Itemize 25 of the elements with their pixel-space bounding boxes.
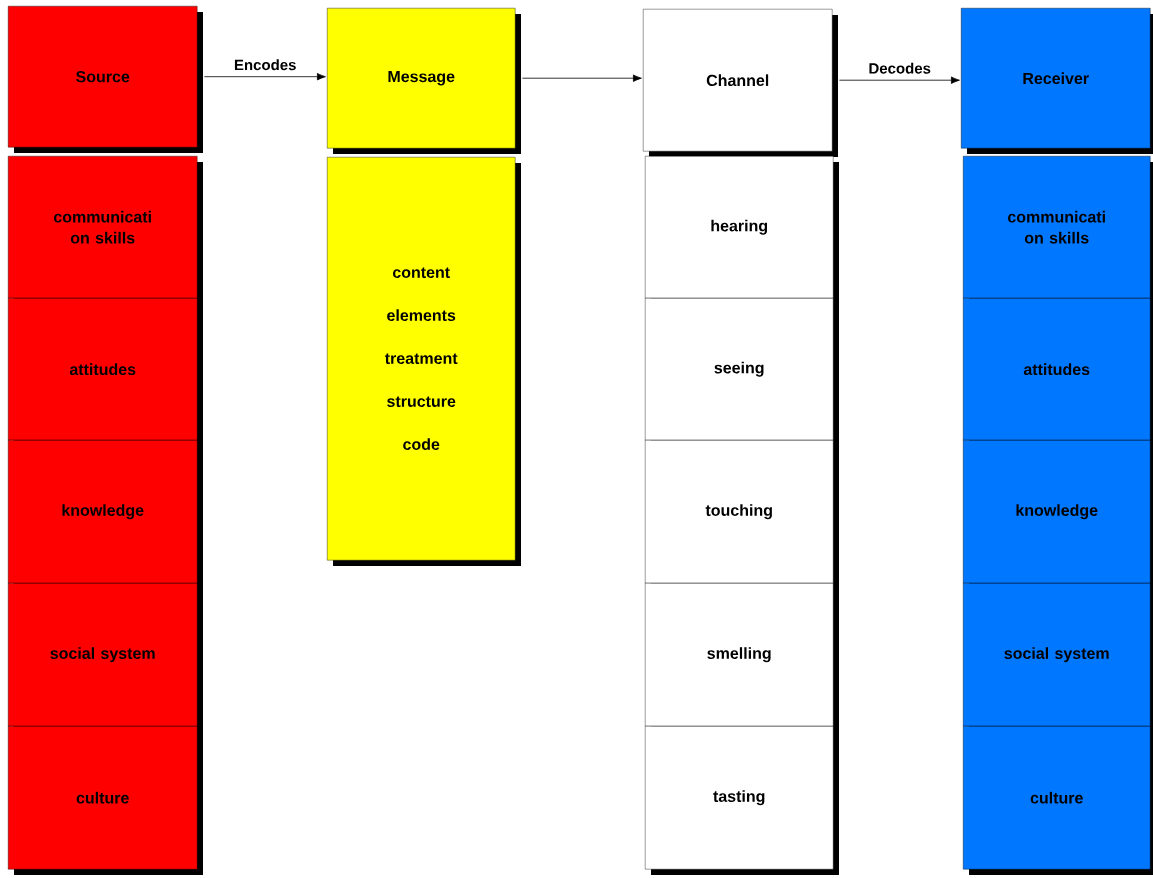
header-box: Channel <box>643 9 838 157</box>
header-box: Source <box>8 6 203 153</box>
attribute-cell: hearing <box>645 156 839 304</box>
attribute-cell: culture <box>8 726 203 875</box>
list-box: content elements treatment structure code <box>327 157 521 566</box>
edge-label: Decodes <box>867 61 932 75</box>
attribute-cell: social system <box>963 583 1153 732</box>
attribute-cell: seeing <box>645 298 839 446</box>
arrow <box>522 74 642 82</box>
attribute-cell: communicati on skills <box>963 156 1153 304</box>
attribute-cell: communicati on skills <box>8 156 203 304</box>
arrow <box>839 76 960 84</box>
edge-label: Encodes <box>232 58 298 72</box>
header-box: Receiver <box>961 8 1153 154</box>
header-box: Message <box>327 8 521 154</box>
attribute-cell: knowledge <box>8 440 203 589</box>
attribute-cell: tasting <box>645 726 839 875</box>
attribute-cell: culture <box>963 726 1153 875</box>
attribute-cell: social system <box>8 583 203 732</box>
attribute-cell: attitudes <box>8 298 203 446</box>
attribute-cell: knowledge <box>963 440 1153 589</box>
attribute-cell: attitudes <box>963 298 1153 446</box>
attribute-cell: smelling <box>645 583 839 732</box>
attribute-cell: touching <box>645 440 839 589</box>
arrow <box>204 73 326 81</box>
